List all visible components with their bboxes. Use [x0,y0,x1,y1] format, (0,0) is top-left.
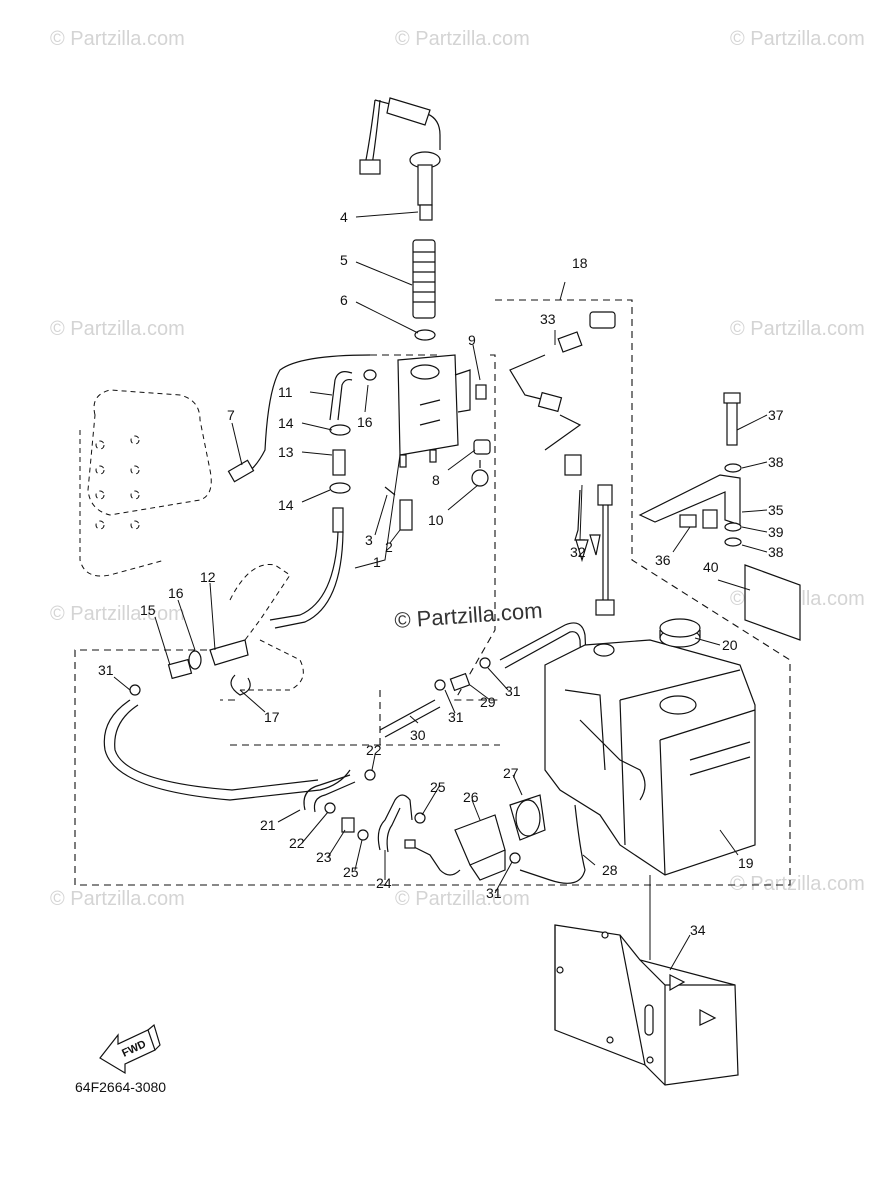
callout-38: 38 [768,454,784,470]
callout-16: 16 [168,585,184,601]
assembly-outlines [74,281,791,886]
watermark: © Partzilla.com [395,28,530,50]
engine-outline [79,389,304,691]
callout-31: 31 [486,885,502,901]
fuel-pump [404,794,546,881]
callout-38: 38 [768,544,784,560]
hose-28 [519,804,586,884]
fitting-29 [449,672,471,692]
watermark: © Partzilla.com [50,603,185,625]
callout-25: 25 [343,864,359,880]
callout-4: 4 [340,209,348,225]
callout-23: 23 [316,849,332,865]
filter-housing [397,354,471,468]
callout-14: 14 [278,497,294,513]
center-watermark: © Partzilla.com [394,598,544,633]
callout-11: 11 [278,384,293,400]
fuel-sender [574,484,615,657]
watermark: © Partzilla.com [395,888,530,910]
callout-31: 31 [98,662,114,678]
callout-19: 19 [738,855,754,871]
callout-28: 28 [602,862,618,878]
leader-lines [113,211,768,971]
small-fittings [269,369,491,629]
lower-hose-parts [303,769,426,853]
tank-cap [659,618,701,648]
callout-17: 17 [264,709,280,725]
callout-numbers: 1 2 3 4 5 6 7 8 9 10 11 12 13 14 14 15 1… [98,209,784,938]
callout-26: 26 [463,789,479,805]
mounting-bracket [554,924,739,1086]
callout-21: 21 [260,817,276,833]
callout-6: 6 [340,292,348,308]
callout-1: 1 [373,554,381,570]
fwd-arrow: FWD [99,1023,161,1075]
return-hose [103,699,351,801]
callout-7: 7 [227,407,235,423]
watermark: © Partzilla.com [50,888,185,910]
callout-39: 39 [768,524,784,540]
callout-14: 14 [278,415,294,431]
pad [744,564,801,641]
watermark: © Partzilla.com [730,318,865,340]
watermark: © Partzilla.com [730,28,865,50]
callout-16: 16 [357,414,373,430]
callout-10: 10 [428,512,444,528]
callout-36: 36 [655,552,671,568]
long-hose [239,354,371,479]
callout-29: 29 [480,694,496,710]
o-ring [414,329,436,341]
tank-bracket [638,392,742,547]
filter-element [412,239,436,319]
callout-18: 18 [572,255,588,271]
callout-25: 25 [430,779,446,795]
callout-37: 37 [768,407,784,423]
callout-30: 30 [410,727,426,743]
callout-32: 32 [570,544,586,560]
callout-24: 24 [376,875,392,891]
hose-30 [379,699,436,731]
callout-5: 5 [340,252,348,268]
callout-15: 15 [140,602,156,618]
callout-33: 33 [540,311,556,327]
callout-34: 34 [690,922,706,938]
watermark: © Partzilla.com [50,318,185,340]
connector-harness [509,311,616,476]
callout-2: 2 [385,539,393,555]
callout-35: 35 [768,502,784,518]
callout-27: 27 [503,765,519,781]
elbow-hose [329,371,353,421]
callout-8: 8 [432,472,440,488]
left-hose-assembly [167,639,251,696]
callout-12: 12 [200,569,216,585]
sensor-wire-harness [359,97,441,221]
watermark: © Partzilla.com [730,873,865,895]
callout-31: 31 [448,709,464,725]
watermark: © Partzilla.com [50,28,185,50]
diagram-code: 64F2664-3080 [75,1079,166,1095]
callout-22: 22 [366,742,382,758]
callout-3: 3 [365,532,373,548]
callout-20: 20 [722,637,738,653]
callout-22: 22 [289,835,305,851]
callout-9: 9 [468,332,476,348]
fuel-tank [544,639,756,876]
callout-40: 40 [703,559,719,575]
callout-31: 31 [505,683,521,699]
callout-13: 13 [278,444,294,460]
